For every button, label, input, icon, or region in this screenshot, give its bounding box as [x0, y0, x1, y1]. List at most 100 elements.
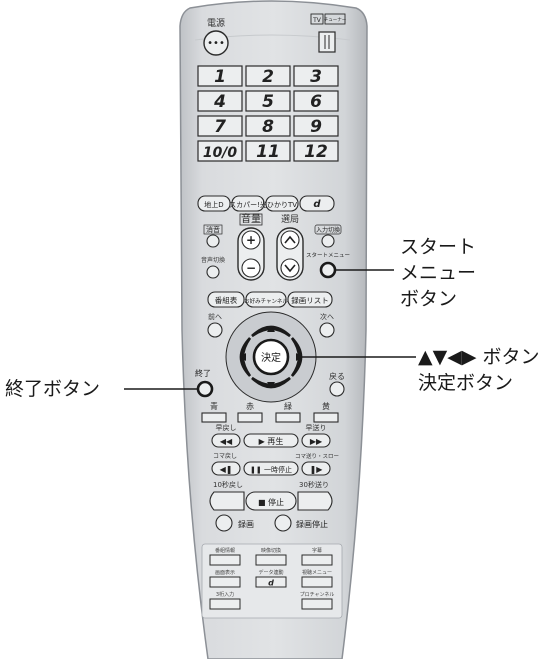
- color-label: 緑: [284, 401, 292, 411]
- up-arrow-icon: [267, 326, 275, 332]
- bottom-key-1-0[interactable]: [209, 576, 241, 588]
- ff-label: 早送り: [306, 423, 327, 432]
- bottom-key-0-2[interactable]: [301, 554, 333, 566]
- power-label: 電源: [207, 18, 225, 29]
- tv-label: TV: [312, 17, 322, 24]
- num-key-9[interactable]: [197, 140, 243, 162]
- color-button-2[interactable]: [275, 412, 301, 423]
- num-key-1[interactable]: [245, 65, 291, 87]
- guide-label: お好みチャンネル: [244, 297, 288, 305]
- broadcast-button-0[interactable]: [197, 195, 231, 212]
- tv-tuner-switch[interactable]: [318, 31, 336, 53]
- start-menu-label: スタートメニュー: [306, 251, 350, 259]
- num-key-label: 8: [262, 117, 274, 137]
- num-key-0[interactable]: [197, 65, 243, 87]
- rec-button[interactable]: [215, 514, 233, 532]
- num-key-2[interactable]: [293, 65, 339, 87]
- frame-back-button[interactable]: [211, 461, 241, 476]
- pause-button[interactable]: [243, 461, 299, 476]
- num-key-8[interactable]: [293, 115, 339, 137]
- num-key-label: 10/0: [203, 145, 238, 161]
- num-key-label: 4: [213, 92, 226, 112]
- prev-label: 前へ: [208, 312, 222, 321]
- bottom-keys: 番組情報映像切換字幕画面表示データ連動d視聴メニュー3桁入力プロチャンネル: [209, 547, 335, 610]
- audio-label: 音声切換: [201, 256, 225, 264]
- num-key-3[interactable]: [197, 90, 243, 112]
- bottom-key-label: プロチャンネル: [300, 592, 335, 598]
- bottom-key-label: 映像切換: [261, 547, 281, 554]
- bottom-key-2-2[interactable]: [301, 598, 333, 610]
- volume-label: 音量: [241, 212, 261, 225]
- color-button-1[interactable]: [237, 412, 263, 423]
- next-button[interactable]: [319, 322, 335, 338]
- ff-button[interactable]: [301, 433, 331, 448]
- guide-button-0[interactable]: [207, 291, 245, 308]
- end-callout-line: 終了ボタン: [5, 378, 101, 400]
- mute-label: 消音: [206, 225, 220, 234]
- broadcast-label: d: [313, 199, 321, 210]
- num-key-11[interactable]: [293, 140, 339, 162]
- stop-button[interactable]: [245, 491, 297, 511]
- num-key-6[interactable]: [197, 115, 243, 137]
- num-key-10[interactable]: [245, 140, 291, 162]
- broadcast-button-2[interactable]: [265, 195, 299, 212]
- frame-fwd-button[interactable]: [301, 461, 331, 476]
- bottom-key-label: 番組情報: [215, 547, 235, 554]
- rewind-label: 早戻し: [216, 423, 237, 432]
- channel-down-icon: [284, 264, 296, 273]
- broadcast-label: ひかりTV: [267, 201, 297, 209]
- guide-button-1[interactable]: [245, 291, 287, 308]
- play-button[interactable]: [243, 433, 299, 448]
- broadcast-button-1[interactable]: [231, 195, 265, 212]
- broadcast-label: 地上D: [204, 200, 223, 209]
- down-arrow-icon: [267, 382, 275, 388]
- broadcast-button-3[interactable]: [299, 195, 335, 212]
- rec-stop-button[interactable]: [274, 514, 292, 532]
- ok-button[interactable]: [252, 338, 290, 376]
- right-arrow-icon: [296, 353, 302, 361]
- num-key-4[interactable]: [245, 90, 291, 112]
- volume-up-icon: +: [246, 233, 256, 247]
- power-button[interactable]: [203, 30, 229, 56]
- frame-fwd-icon: ❚▶: [310, 465, 324, 474]
- start-menu-button[interactable]: [319, 261, 337, 279]
- dpad: 決定: [225, 311, 317, 403]
- ok-label: 決定: [261, 351, 281, 364]
- end-button[interactable]: [196, 380, 214, 398]
- guide-row: 番組表お好みチャンネル録画リスト: [207, 291, 333, 308]
- skip-back-button[interactable]: [209, 491, 245, 511]
- input-button[interactable]: [321, 234, 335, 248]
- color-button-0[interactable]: [201, 412, 227, 423]
- num-key-label: 1: [214, 67, 226, 87]
- color-button-3[interactable]: [313, 412, 339, 423]
- power-icon: •••: [207, 38, 225, 49]
- bottom-key-1-2[interactable]: [301, 576, 333, 588]
- ok-callout-line: 決定ボタン: [418, 372, 514, 394]
- back-button[interactable]: [329, 381, 345, 397]
- start-menu-callout: スタート メニュー ボタン: [400, 234, 476, 312]
- volume-down-icon: −: [246, 261, 256, 275]
- prev-button[interactable]: [207, 322, 223, 338]
- skip-fwd-button[interactable]: [297, 491, 333, 511]
- num-key-label: 7: [214, 117, 226, 137]
- bottom-key-0-0[interactable]: [209, 554, 241, 566]
- mute-button[interactable]: [206, 234, 220, 248]
- guide-button-2[interactable]: [287, 291, 333, 308]
- bottom-key-0-1[interactable]: [255, 554, 287, 566]
- num-key-7[interactable]: [245, 115, 291, 137]
- left-arrow-icon: [240, 353, 246, 361]
- pause-label: ❚❚ 一時停止: [250, 465, 292, 474]
- channel-up-icon: [284, 235, 296, 244]
- num-key-5[interactable]: [293, 90, 339, 112]
- playback-controls: 早戻し ◀◀ ▶ 再生 早送り ▶▶ コマ戻し ◀❚ ❚❚ 一時停止 コマ送り・…: [209, 423, 339, 532]
- audio-button[interactable]: [206, 265, 220, 279]
- arrows-callout-line: ▲▼◀▶ ボタン: [418, 346, 540, 368]
- bottom-key-label: 視聴メニュー: [302, 569, 332, 576]
- num-key-label: 3: [310, 67, 322, 87]
- rewind-button[interactable]: [211, 433, 241, 448]
- rec-stop-label: 録画停止: [296, 519, 328, 529]
- bottom-key-1-1[interactable]: [255, 576, 287, 588]
- bottom-key-2-0[interactable]: [209, 598, 241, 610]
- stop-label: ■ 停止: [258, 497, 284, 507]
